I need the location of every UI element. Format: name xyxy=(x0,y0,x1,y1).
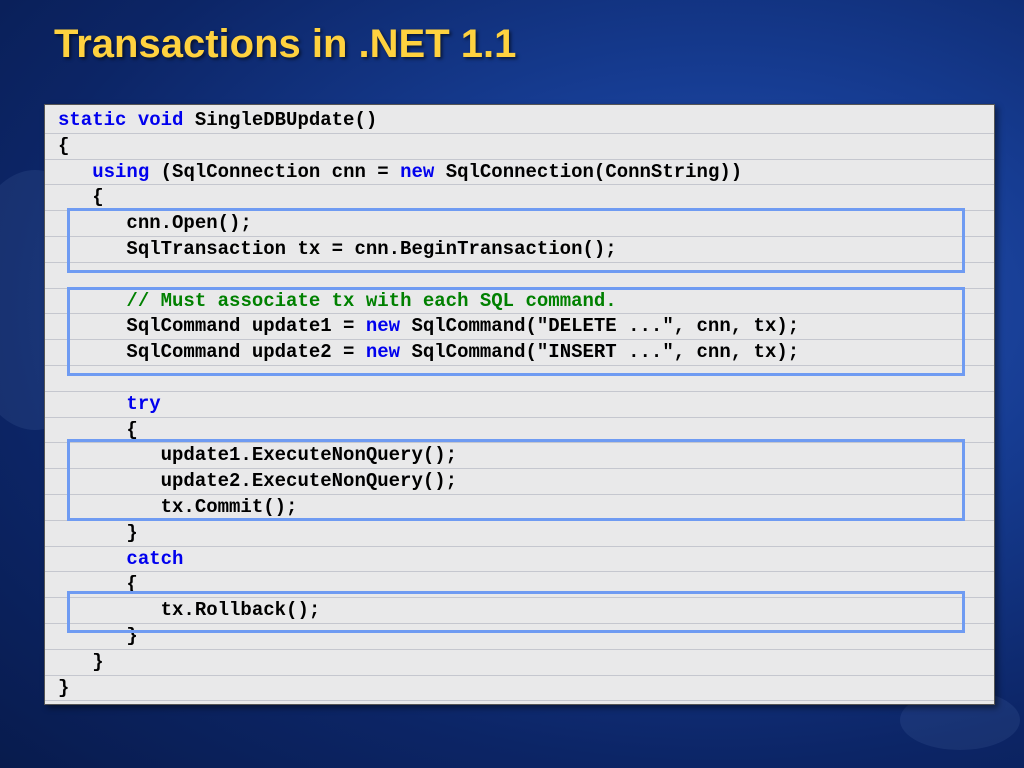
code-token-text: SqlCommand("INSERT ...", cnn, tx); xyxy=(400,341,800,364)
code-line: // Must associate tx with each SQL comma… xyxy=(45,289,994,315)
code-line: { xyxy=(45,572,994,599)
code-token-text: cnn.Open(); xyxy=(58,212,252,235)
code-token-text: } xyxy=(58,650,104,673)
code-line: tx.Rollback(); xyxy=(45,598,994,624)
code-line: SqlCommand update1 = new SqlCommand("DEL… xyxy=(45,314,994,341)
code-token-keyword: new xyxy=(365,341,401,364)
code-token-comment: // Must associate tx with each SQL comma… xyxy=(126,289,617,312)
code-token-text: } xyxy=(58,624,138,647)
code-token-text: tx.Commit(); xyxy=(58,495,298,518)
code-line: using (SqlConnection cnn = new SqlConnec… xyxy=(45,160,994,186)
code-token-text: } xyxy=(58,676,70,699)
code-token-text: { xyxy=(58,573,138,596)
code-token-text xyxy=(58,548,126,570)
code-token-keyword: try xyxy=(126,392,161,415)
code-line: tx.Commit(); xyxy=(45,495,994,521)
code-token-text: SqlCommand update1 = xyxy=(58,315,366,338)
code-token-text: SqlTransaction tx = cnn.BeginTransaction… xyxy=(58,237,617,260)
code-token-text xyxy=(58,161,92,183)
code-token-keyword: static void xyxy=(58,109,184,131)
code-line: { xyxy=(45,134,994,160)
code-line: } xyxy=(45,650,994,676)
code-token-keyword: catch xyxy=(126,547,184,570)
code-line: catch xyxy=(45,547,994,573)
code-token-text: update2.ExecuteNonQuery(); xyxy=(58,470,458,493)
code-line: update1.ExecuteNonQuery(); xyxy=(45,443,994,470)
code-line: update2.ExecuteNonQuery(); xyxy=(45,469,994,495)
code-token-text xyxy=(58,393,126,415)
code-lines: static void SingleDBUpdate(){ using (Sql… xyxy=(45,108,994,702)
code-token-text: } xyxy=(58,521,138,544)
code-token-text: update1.ExecuteNonQuery(); xyxy=(58,444,458,467)
code-line: } xyxy=(45,676,994,702)
code-line: SqlCommand update2 = new SqlCommand("INS… xyxy=(45,340,994,366)
code-token-text: SingleDBUpdate() xyxy=(183,109,378,131)
code-listing: static void SingleDBUpdate(){ using (Sql… xyxy=(44,104,995,705)
code-token-text: { xyxy=(58,134,70,157)
code-line: static void SingleDBUpdate() xyxy=(45,108,994,134)
code-token-text: { xyxy=(58,186,104,209)
code-line: SqlTransaction tx = cnn.BeginTransaction… xyxy=(45,237,994,263)
code-token-keyword: new xyxy=(365,315,401,338)
code-token-text: SqlCommand("DELETE ...", cnn, tx); xyxy=(400,315,800,338)
code-line: } xyxy=(45,624,994,650)
code-token-keyword: new xyxy=(400,160,435,183)
code-line xyxy=(45,366,994,392)
slide-title: Transactions in .NET 1.1 xyxy=(54,22,517,66)
code-token-text: (SqlConnection cnn = xyxy=(149,160,401,183)
code-line: try xyxy=(45,392,994,418)
code-token-text: SqlCommand update2 = xyxy=(58,341,366,364)
code-line: { xyxy=(45,418,994,444)
code-line: { xyxy=(45,185,994,212)
code-token-text xyxy=(58,290,126,312)
code-line xyxy=(45,263,994,289)
code-token-keyword: using xyxy=(92,160,150,183)
code-token-text: { xyxy=(58,418,138,441)
code-token-text: tx.Rollback(); xyxy=(58,599,321,622)
code-line: cnn.Open(); xyxy=(45,211,994,237)
code-token-text: SqlConnection(ConnString)) xyxy=(434,160,743,183)
code-line: } xyxy=(45,521,994,547)
